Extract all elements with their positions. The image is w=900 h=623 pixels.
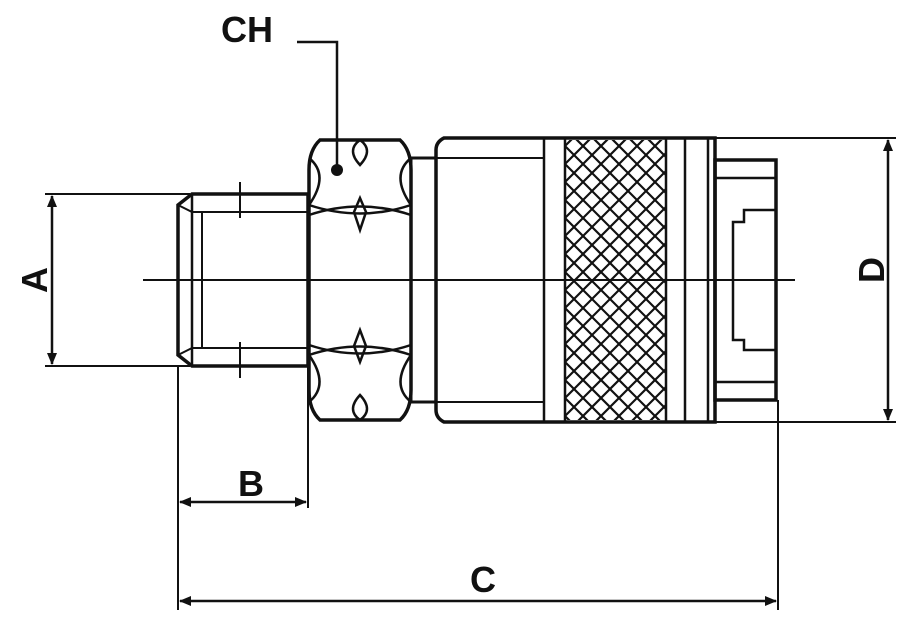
knurl-line [565,0,666,20]
knurl-line [565,314,666,417]
knurl-line [577,332,666,420]
knurl-line [611,140,666,194]
knurl-line [565,140,645,219]
knurl-line [565,145,666,248]
knurl-line [647,140,666,158]
knurl-line [565,0,666,56]
knurl-line [565,397,589,420]
knurl-line [565,271,666,374]
label-a: A [14,267,55,293]
label-c: C [470,559,496,600]
knurl-line [575,140,666,230]
knurl-line [565,379,607,420]
knurl-line [565,278,666,381]
knurl-line [565,188,666,291]
knurl-line [565,253,666,356]
knurl-line [565,343,643,420]
label-b: B [238,463,264,504]
knurl-line [565,488,666,589]
knurl-line [565,0,666,13]
knurl-line [565,325,661,420]
knurl-line [565,452,666,553]
knurl-line [631,386,666,420]
knurl-line [565,235,666,338]
knurl-line [565,434,666,535]
knurl-line [565,152,666,255]
knurl-line [565,470,666,571]
knurl-line [565,0,666,92]
knurl-line [649,404,666,420]
dimension-c [179,400,779,610]
dimension-d [715,137,896,423]
knurl-line [565,506,666,607]
knurl-line [565,289,666,392]
label-ch: CH [221,9,273,50]
knurl-line [565,20,666,121]
knurl-line [565,199,666,302]
knurl-line [565,2,666,103]
label-d: D [851,257,892,283]
knurl-line [565,296,666,399]
knurl-line [595,350,666,420]
knurl-line [565,27,666,128]
knurl-line [565,361,625,420]
knurl-line [565,423,666,524]
ch-leader [297,40,339,170]
knurl-line [565,217,666,320]
knurl-line [565,38,666,139]
knurl-line [565,0,666,31]
knurl-line [565,181,666,284]
knurled-grip [565,0,666,623]
dimension-b [177,366,309,610]
knurl-line [565,0,666,49]
knurl-line [565,140,663,237]
dimension-a [45,193,190,367]
knurl-line [565,140,627,201]
knurl-line [565,307,666,410]
knurl-line [565,0,666,85]
knurl-line [565,140,591,165]
knurl-line [565,0,666,2]
knurl-line [565,140,609,183]
knurl-line [565,9,666,110]
knurl-line [565,170,666,273]
knurl-line [565,0,666,67]
knurl-line [565,242,666,345]
knurl-line [565,206,666,309]
knurl-line [565,163,666,266]
knurl-line [613,368,666,420]
knurl-line [565,140,573,147]
knurl-line [565,524,666,623]
knurl-line [565,0,666,38]
knurl-line [593,140,666,212]
knurl-line [565,415,571,420]
knurl-line [565,260,666,363]
knurl-line [565,224,666,327]
knurl-line [629,140,666,176]
knurl-line [565,0,666,74]
